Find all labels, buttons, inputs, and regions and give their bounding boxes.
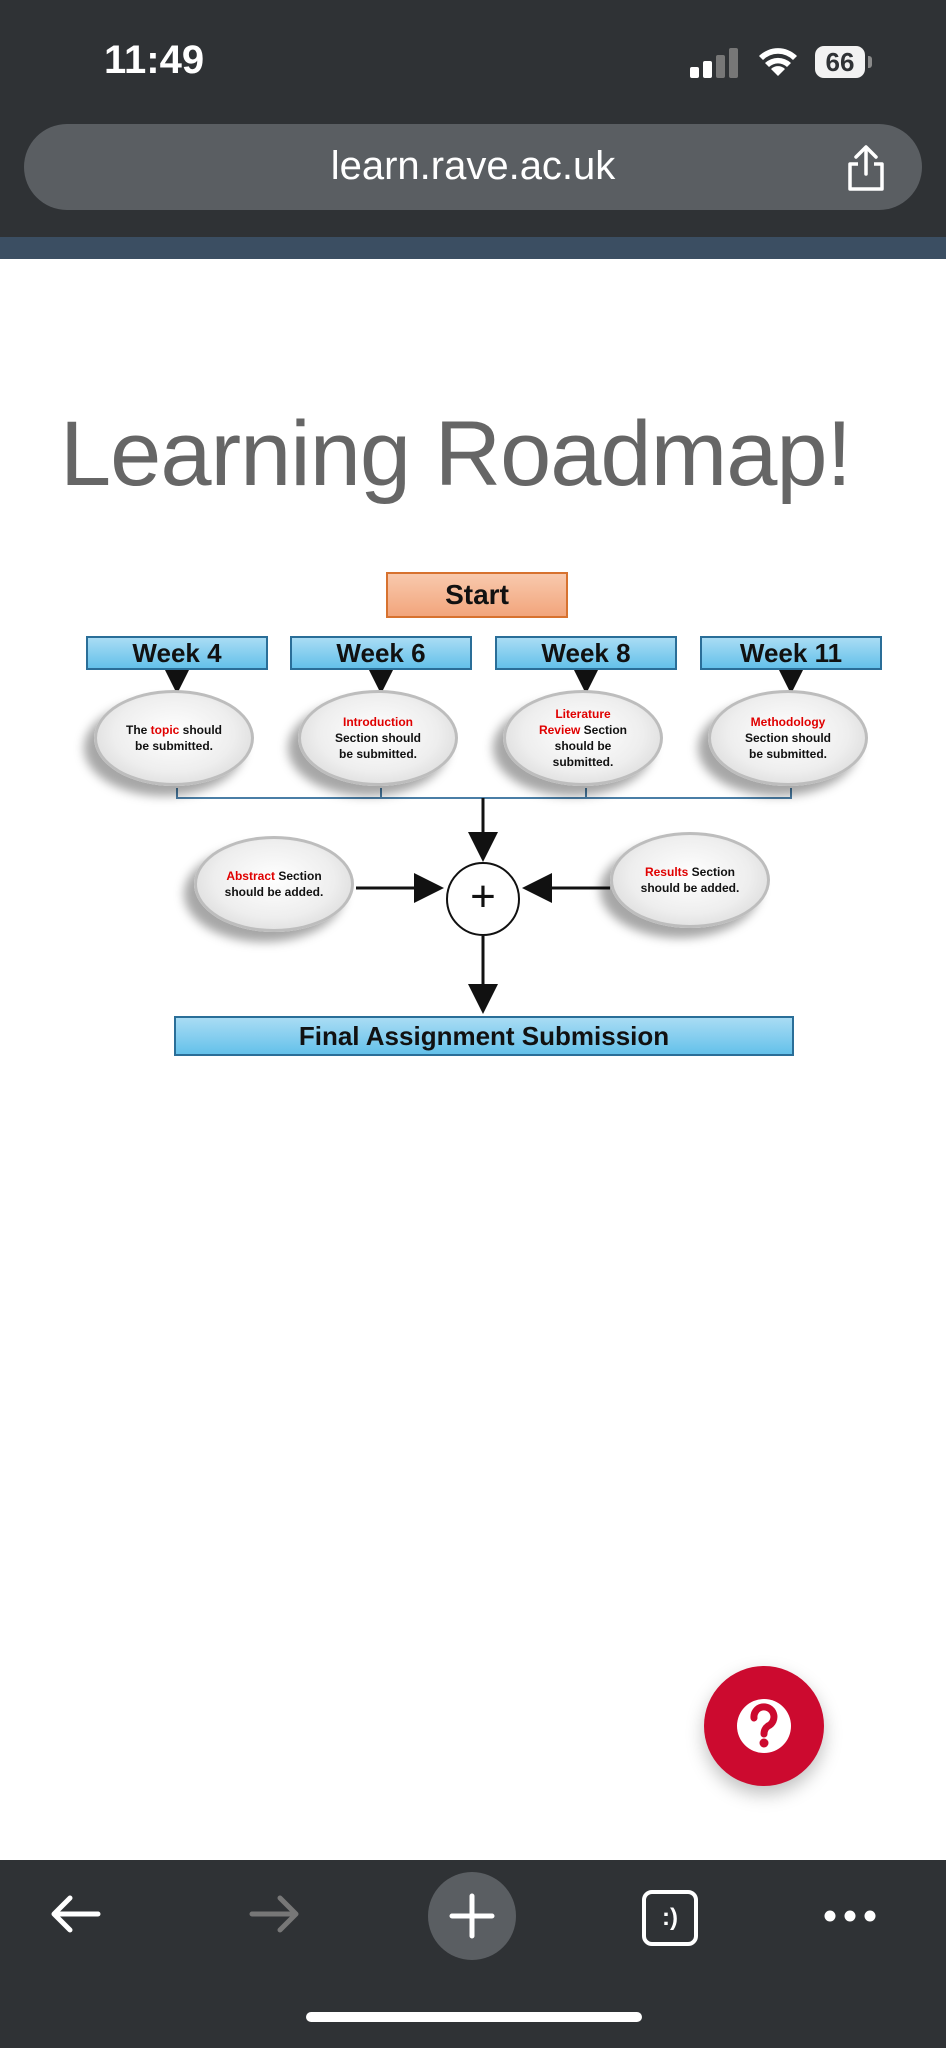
week-6-box: Week 6 — [290, 636, 472, 670]
signal-icon — [690, 48, 740, 78]
week-4-oval: The topic should be submitted. — [94, 690, 254, 786]
oval-highlight: Introduction — [343, 715, 413, 729]
roadmap-connectors — [162, 664, 806, 1014]
week-8-oval: Literature Review Section should be subm… — [503, 690, 663, 786]
oval-text-after: Section should be added. — [640, 865, 740, 895]
browser-top-chrome: 11:49 66 learn.rave.ac.uk — [0, 0, 946, 237]
more-icon[interactable] — [820, 1896, 880, 1936]
oval-text-before: The — [125, 723, 151, 737]
forward-arrow-icon[interactable] — [242, 1882, 306, 1946]
new-tab-button[interactable] — [428, 1872, 516, 1960]
results-oval: Results Section should be added. — [610, 832, 770, 928]
oval-text-after: Section should be added. — [224, 869, 324, 899]
url-text[interactable]: learn.rave.ac.uk — [330, 144, 616, 188]
oval-highlight: Literature Review — [538, 707, 611, 737]
back-arrow-icon[interactable] — [44, 1882, 108, 1946]
site-header-strip — [0, 237, 946, 259]
status-time: 11:49 — [104, 38, 205, 82]
start-box: Start — [386, 572, 568, 618]
battery-indicator: 66 — [815, 46, 865, 78]
home-indicator[interactable] — [306, 2012, 642, 2022]
week-11-oval: Methodology Section should be submitted. — [708, 690, 868, 786]
oval-highlight: Methodology — [750, 715, 826, 729]
week-11-box: Week 11 — [700, 636, 882, 670]
roadmap-diagram: Start Week 4 Week 6 Week 8 Week 11 The t… — [0, 560, 946, 1080]
final-submission-box: Final Assignment Submission — [174, 1016, 794, 1056]
battery-nub — [868, 56, 872, 68]
week-4-box: Week 4 — [86, 636, 268, 670]
oval-highlight: Results — [644, 865, 689, 879]
week-8-box: Week 8 — [495, 636, 677, 670]
oval-highlight: Abstract — [226, 869, 275, 883]
combine-plus-circle: + — [446, 862, 520, 936]
oval-text-after: Section should be submitted. — [744, 731, 831, 761]
question-icon — [737, 1699, 791, 1753]
week-6-oval: Introduction Section should be submitted… — [298, 690, 458, 786]
new-tab-plus-icon — [449, 1893, 495, 1939]
wifi-icon — [759, 48, 797, 76]
abstract-oval: Abstract Section should be added. — [194, 836, 354, 932]
oval-highlight: topic — [150, 723, 180, 737]
url-bar[interactable]: learn.rave.ac.uk — [24, 124, 922, 210]
oval-text-after: Section should be submitted. — [334, 731, 421, 761]
oval-text-after: Section should be submitted. — [552, 723, 628, 769]
oval-text-after: should be submitted. — [134, 723, 222, 753]
page-title: Learning Roadmap! — [60, 403, 852, 505]
share-icon[interactable] — [844, 144, 888, 192]
tabs-icon[interactable]: :) — [642, 1890, 698, 1946]
help-button[interactable] — [704, 1666, 824, 1786]
